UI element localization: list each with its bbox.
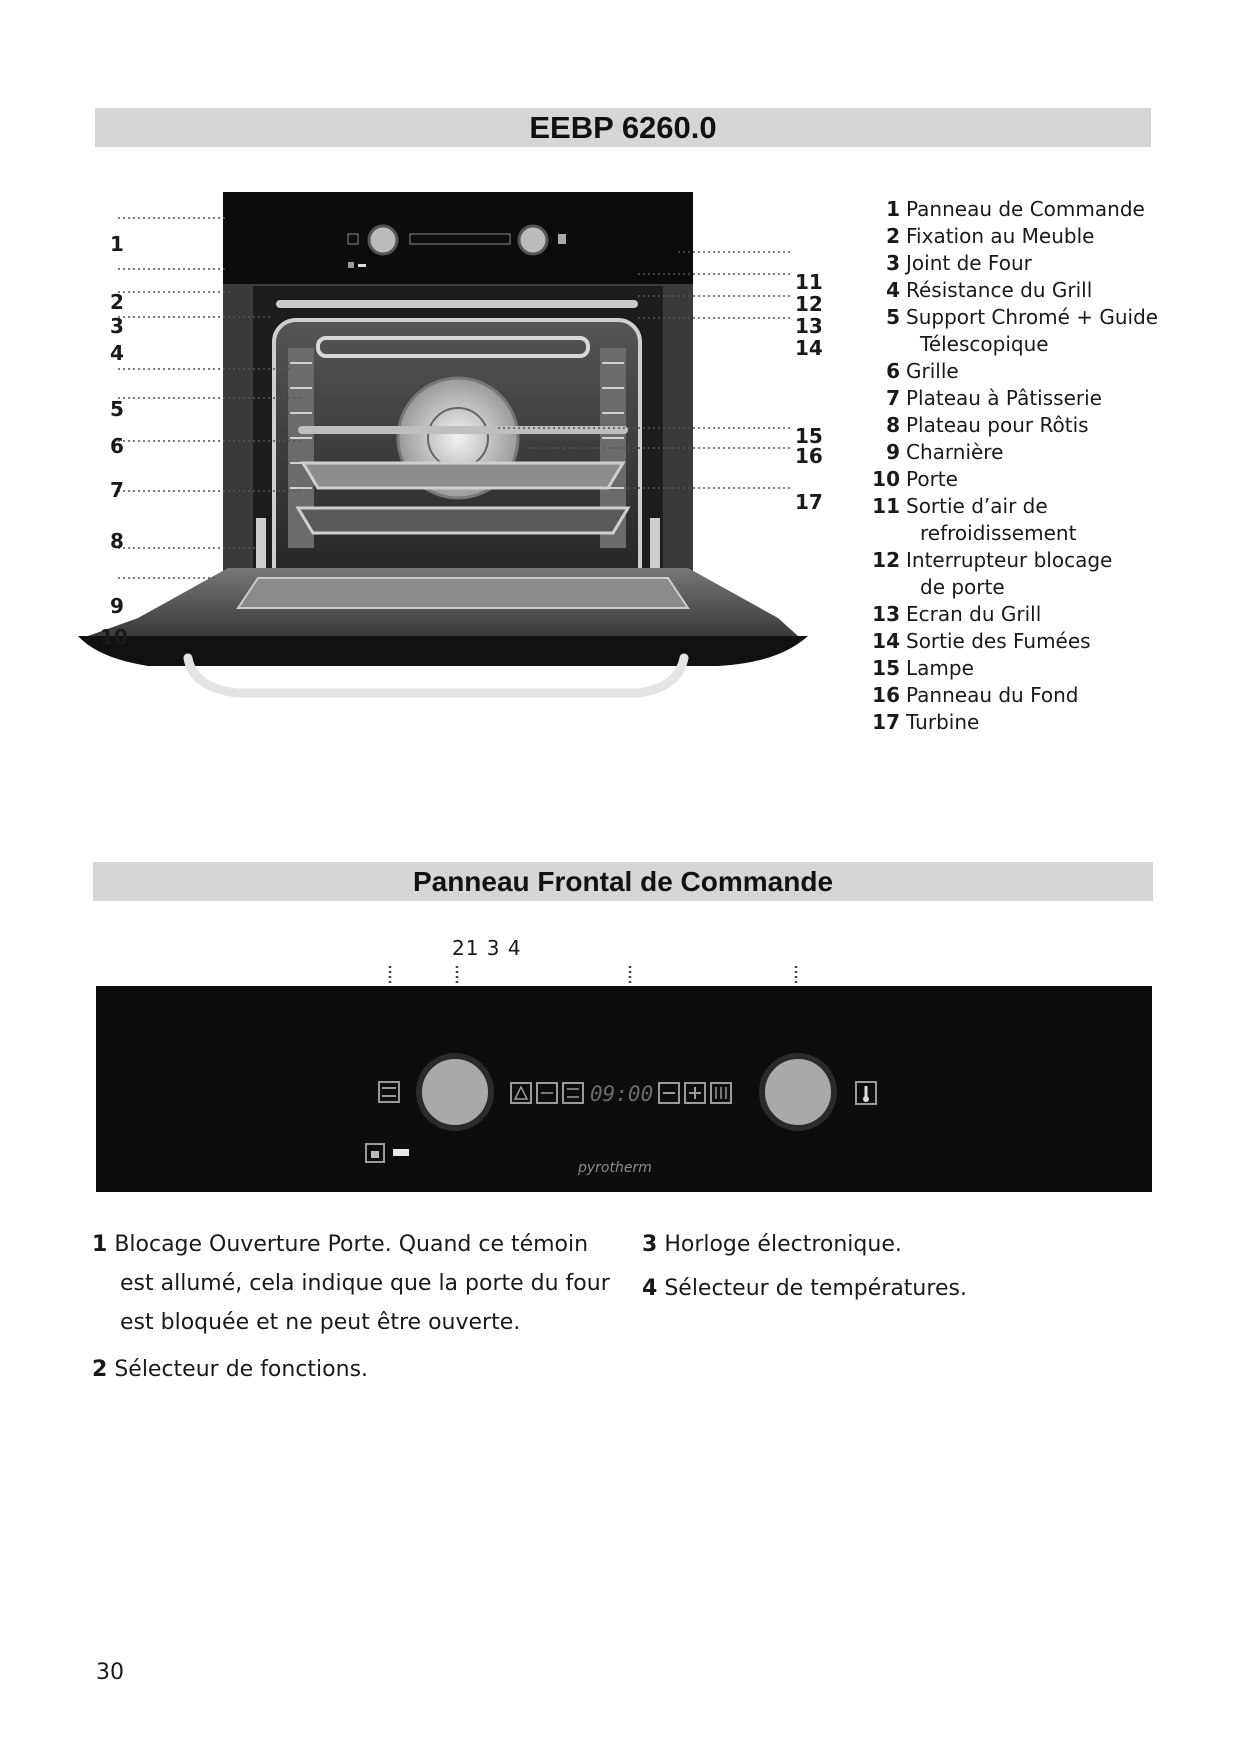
thermometer-icon bbox=[855, 1081, 877, 1105]
padlock-icon bbox=[365, 1143, 385, 1163]
diagram-label-17: 17 bbox=[795, 490, 823, 514]
diagram-label-12: 12 bbox=[795, 292, 823, 316]
diagram-label-5: 5 bbox=[110, 397, 124, 421]
oven-control-panel bbox=[223, 192, 693, 284]
diagram-label-1: 1 bbox=[110, 232, 124, 256]
model-title-band: EEBP 6260.0 bbox=[95, 108, 1151, 147]
hinge-left bbox=[256, 518, 266, 568]
door-handle bbox=[183, 653, 689, 698]
oven-diagram bbox=[78, 192, 808, 698]
model-title: EEBP 6260.0 bbox=[529, 109, 717, 145]
page-number: 30 bbox=[96, 1660, 124, 1685]
section-title-band: Panneau Frontal de Commande bbox=[93, 862, 1153, 901]
diagram-label-2: 2 bbox=[110, 290, 124, 314]
pastry-tray bbox=[300, 461, 626, 490]
door-lock-indicator-icon bbox=[378, 1081, 400, 1103]
panel-body bbox=[96, 986, 1152, 1192]
oven-knob-left bbox=[367, 224, 399, 256]
control-panel-diagram: 09:00 pyrotherm bbox=[96, 966, 1152, 1192]
description-4: 4 Sélecteur de températures. bbox=[642, 1276, 967, 1301]
diagram-label-11: 11 bbox=[795, 270, 823, 294]
panel-callout-numbers: 21 3 4 bbox=[452, 936, 522, 960]
hinge-right bbox=[650, 518, 660, 568]
cooking-time-button-icon bbox=[536, 1082, 558, 1104]
wire-shelf bbox=[298, 426, 628, 434]
diagram-label-13: 13 bbox=[795, 314, 823, 338]
brand-logo: pyrotherm bbox=[577, 1160, 652, 1176]
roast-tray bbox=[295, 506, 631, 535]
alarm-button-icon bbox=[510, 1082, 532, 1104]
diagram-label-16: 16 bbox=[795, 444, 823, 468]
menu-button-icon bbox=[710, 1082, 732, 1104]
clock-display: 09:00 bbox=[590, 1082, 653, 1106]
diagram-label-6: 6 bbox=[110, 434, 124, 458]
plus-button-icon bbox=[684, 1082, 706, 1104]
diagram-label-14: 14 bbox=[795, 336, 823, 360]
function-selector-knob bbox=[416, 1053, 494, 1131]
diagram-label-9: 9 bbox=[110, 594, 124, 618]
diagram-label-8: 8 bbox=[110, 529, 124, 553]
oven-knob-right bbox=[517, 224, 549, 256]
diagram-label-7: 7 bbox=[110, 478, 124, 502]
minus-button-icon bbox=[658, 1082, 680, 1104]
description-1: 1 Blocage Ouverture Porte. Quand ce témo… bbox=[92, 1232, 610, 1335]
grill-element bbox=[316, 336, 590, 358]
diagram-label-15: 15 bbox=[795, 424, 823, 448]
description-2: 2 Sélecteur de fonctions. bbox=[92, 1357, 369, 1382]
temperature-selector-knob bbox=[759, 1053, 837, 1131]
lock-indicator-light bbox=[393, 1149, 409, 1156]
end-time-button-icon bbox=[562, 1082, 584, 1104]
description-3: 3 Horloge électronique. bbox=[642, 1232, 902, 1257]
diagram-label-4: 4 bbox=[110, 341, 124, 365]
diagram-label-10: 10 bbox=[100, 625, 128, 649]
section-title: Panneau Frontal de Commande bbox=[412, 865, 834, 897]
diagram-label-3: 3 bbox=[110, 314, 124, 338]
